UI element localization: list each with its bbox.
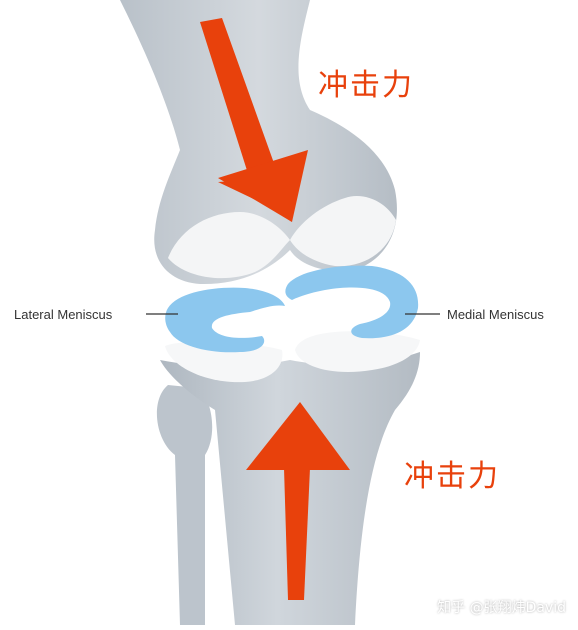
medial-meniscus-shape: [285, 265, 419, 339]
watermark: 知乎 @张翔炜David: [437, 600, 566, 616]
arrow-icon: [246, 402, 350, 600]
arrow-icon: [200, 18, 308, 222]
lateral-meniscus-label: Lateral Meniscus: [14, 307, 113, 322]
femoral-cartilage: [168, 196, 396, 279]
medial-meniscus-label: Medial Meniscus: [447, 307, 544, 322]
tibial-cartilage-medial: [295, 331, 420, 372]
fibula: [156, 385, 213, 625]
tibial-cartilage-lateral: [165, 342, 283, 383]
impact-force-label-top: 冲击力: [318, 68, 414, 103]
lateral-meniscus-shape: [165, 287, 285, 353]
impact-force-label-bottom: 冲击力: [404, 459, 500, 494]
